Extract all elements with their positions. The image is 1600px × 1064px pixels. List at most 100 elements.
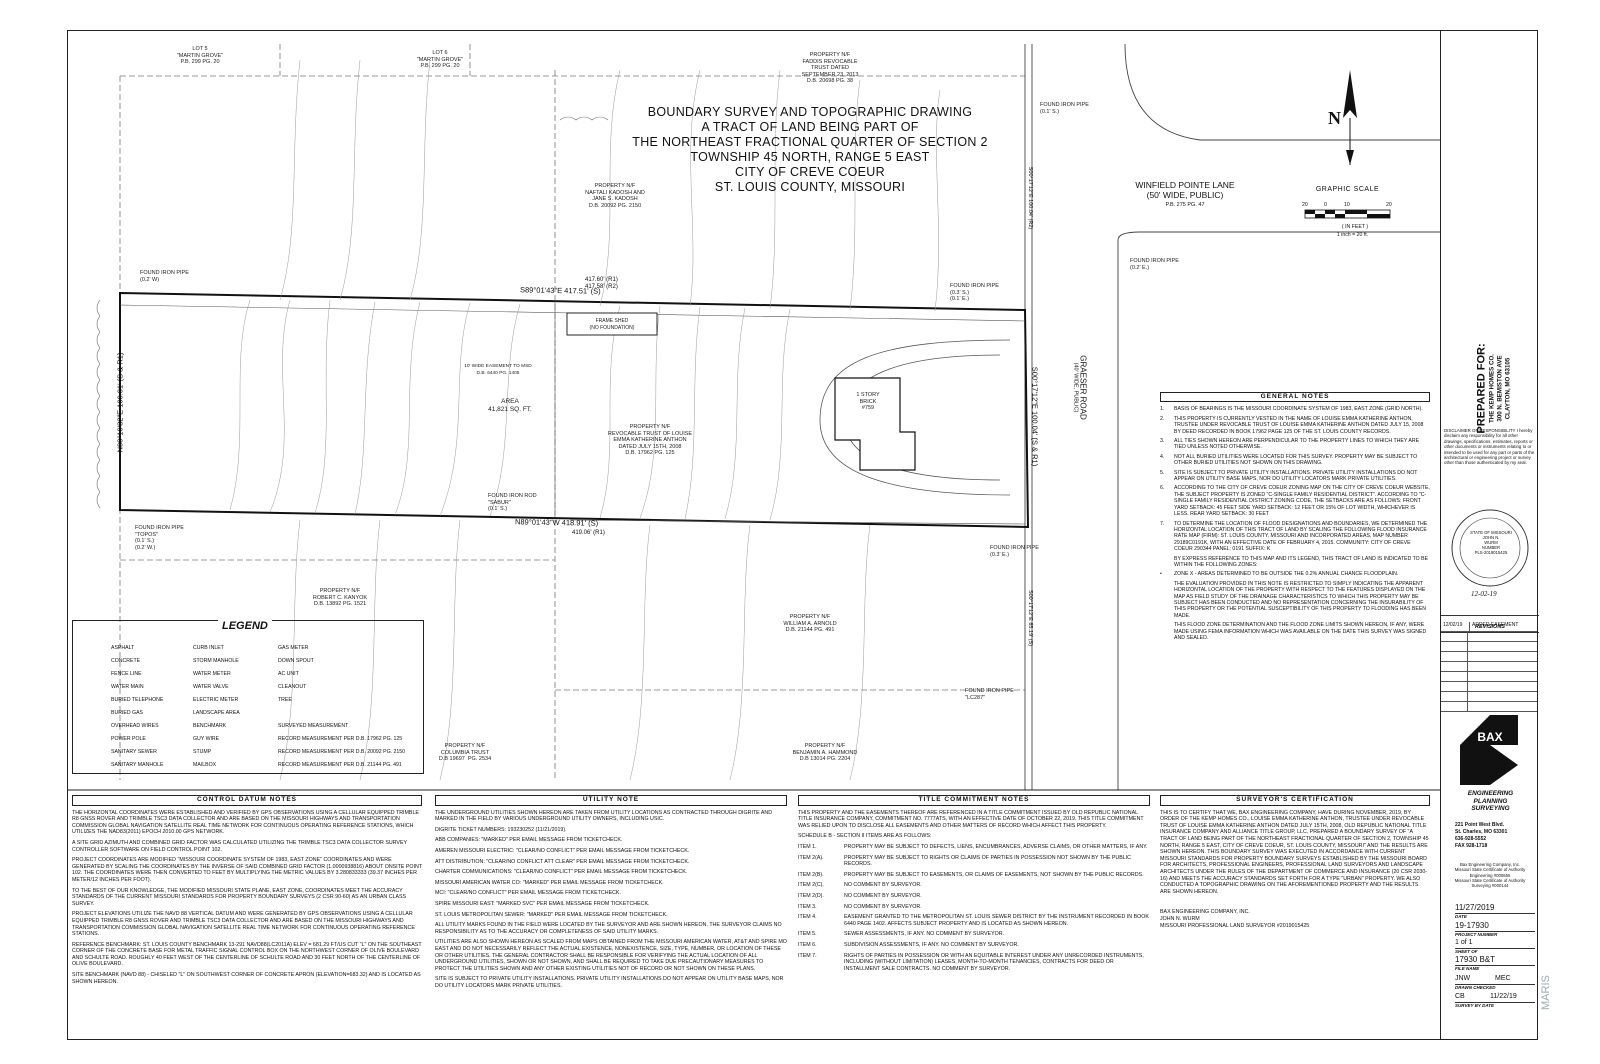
firm-line: PLANNING — [1473, 797, 1508, 805]
general-note: 1. BASIS OF BEARINGS IS THE MISSOURI COOR… — [1160, 406, 1430, 412]
item-value: RIGHTS OF PARTIES IN POSSESSION OR WITH … — [844, 952, 1144, 972]
surveyor-certification: SURVEYOR'S CERTIFICATION THIS IS TO CERT… — [1160, 795, 1430, 1030]
item-key: ITEM 3. — [798, 903, 817, 910]
north-line-record: 417.60' (R1) 417.58' (R2) — [585, 277, 618, 290]
legend-item: TREE — [278, 697, 292, 703]
note-text: THIS FLOOD ZONE DETERMINATION AND THE FL… — [1174, 622, 1427, 641]
street-width: (50' WIDE, PUBLIC) — [1146, 190, 1224, 200]
title-commitment-item: ITEM 2(D).NO COMMENT BY SURVEYOR. — [798, 893, 1150, 900]
title-commitment-item: ITEM 1.PROPERTY MAY BE SUBJECT TO DEFECT… — [798, 844, 1150, 851]
east-north-bearing: S00°17'12"E 100.04' (R2) — [1027, 166, 1033, 230]
title-commitment-item: ITEM 7.RIGHTS OF PARTIES IN POSSESSION O… — [798, 953, 1150, 973]
general-note-extra: THIS FLOOD ZONE DETERMINATION AND THE FL… — [1160, 622, 1430, 641]
general-note-extra: THE EVALUATION PROVIDED IN THIS NOTE IS … — [1160, 581, 1430, 619]
general-note: 6.ACCORDING TO THE CITY OF CREVE COEUR Z… — [1160, 485, 1430, 517]
legend-item: LANDSCAPE AREA — [193, 710, 240, 716]
scale-unit: ( IN FEET ) — [1341, 224, 1369, 230]
checked-by: MEC — [1495, 975, 1511, 982]
utility-para: CHARTER COMMUNICATIONS: "CLEAR/NO CONFLI… — [435, 869, 688, 876]
firm-tagline: ENGINEERING PLANNING SURVEYING — [1448, 790, 1533, 813]
date-label: DATE — [1455, 913, 1535, 919]
firm-certificates: Bax Engineering Company, Inc. Missouri S… — [1454, 862, 1526, 889]
seal-signature-date: 12-02-19 — [1471, 590, 1497, 598]
scale-tick: 10 — [1344, 202, 1350, 208]
iron-pipe-nw: FOUND IRON PIPE (0.2' W) — [140, 270, 189, 283]
iron-pipe-right: FOUND IRON PIPE (0.2' E.) — [1130, 258, 1179, 271]
frame-shed — [566, 312, 658, 336]
iron-rod-sabur: FOUND IRON ROD "SABUR" (0.1' S.) — [488, 493, 537, 512]
road-name: GRAESER ROAD — [1078, 355, 1088, 420]
owner-label-columbia: PROPERTY N/F COLUMBIA TRUST D.B 19697 PG… — [438, 743, 492, 762]
note-text: ZONE X - AREAS DETERMINED TO BE OUTSIDE … — [1174, 571, 1399, 578]
south-line-record: 419.06' (R1) — [572, 530, 605, 536]
legend-box: LEGEND ASPHALT CONCRETE FENCE LINE WATER… — [72, 620, 424, 774]
owner-label-faddis: PROPERTY N/F FADDIS REVOCABLE TRUST DATE… — [801, 52, 859, 84]
msd-easement-label: 10' WIDE EASEMENT TO MSD D.B. 6440 PG. 1… — [464, 364, 532, 376]
survey-sheet-border — [67, 30, 1538, 1040]
control-datum-para: TO THE BEST OF OUR KNOWLEDGE, THE MODIFI… — [72, 887, 407, 907]
title-commitment-item: ITEM 2(C).NO COMMENT BY SURVEYOR. — [798, 882, 1150, 889]
revisions-table: 12/02/19 ADDED EASEMENT — [1441, 622, 1537, 782]
legend-item: CURB INLET — [193, 645, 224, 651]
graphic-scale-bar — [1304, 209, 1391, 219]
note-text: BASIS OF BEARINGS IS THE MISSOURI COORDI… — [1174, 406, 1423, 413]
item-key: ITEM 2(A). — [798, 854, 824, 861]
utility-para: UTILITIES ARE ALSO SHOWN HEREON AS SCALE… — [435, 939, 787, 972]
owner-label-kadosh: PROPERTY N/F NAFTALI KADOSH AND JANE S. … — [585, 183, 645, 209]
note-text: THE EVALUATION PROVIDED IN THIS NOTE IS … — [1174, 580, 1427, 619]
utility-para: SPIRE MISSOURI EAST: "MARKED SVC" PER EM… — [435, 900, 650, 907]
control-datum-para: REFERENCE BENCHMARK: ST. LOUIS COUNTY BE… — [72, 941, 422, 968]
surveyor-name: JOHN N. WURM — [1160, 915, 1200, 922]
firm-address: 221 Point West Blvd. St. Charles, MO 633… — [1455, 822, 1508, 849]
note-number: 6. — [1160, 485, 1165, 492]
general-note: 7.TO DETERMINE THE LOCATION OF FLOOD DES… — [1160, 521, 1430, 553]
iron-pipe-se: FOUND IRON PIPE (0.3' E.) — [990, 545, 1039, 558]
note-number: 3. — [1160, 438, 1165, 445]
drawing-title: BOUNDARY SURVEY AND TOPOGRAPHIC DRAWING … — [560, 105, 1060, 195]
general-note: 3.ALL TIES SHOWN HEREON ARE PERPENDICULA… — [1160, 438, 1430, 451]
watermark: MARIS — [1540, 975, 1552, 1010]
tb-divider — [1441, 632, 1539, 633]
survey-label: SURVEY BY DATE — [1455, 1002, 1535, 1008]
tb-divider — [1441, 615, 1539, 616]
utility-note-title: UTILITY NOTE — [435, 795, 787, 806]
item-value: PROPERTY MAY BE SUBJECT TO RIGHTS OR CLA… — [844, 854, 1131, 868]
control-datum-para: SITE BENCHMARK (NAVD 88) - CHISELED "L" … — [72, 972, 421, 985]
note-number: 4. — [1160, 453, 1165, 460]
legend-item: SURVEYED MEASUREMENT — [278, 723, 349, 729]
title-commitment-title: TITLE COMMITMENT NOTES — [798, 795, 1150, 806]
house-footprint — [834, 377, 916, 471]
item-value: NO COMMENT BY SURVEYOR. — [844, 903, 922, 910]
general-note-extra: •ZONE X - AREAS DETERMINED TO BE OUTSIDE… — [1160, 571, 1399, 578]
survey-by: CB — [1455, 993, 1465, 1000]
iron-pipe-top: FOUND IRON PIPE (0.1' S.) — [1040, 102, 1089, 115]
utility-para: ATT DISTRIBUTION: "CLEAR/NO CONFLICT ATT… — [435, 858, 690, 865]
lot6-label: LOT 6 "MARTIN GROVE" P.B. 299 PG. 20 — [416, 50, 464, 69]
utility-para: ST. LOUIS METROPOLITAN SEWER: "MARKED" P… — [435, 911, 668, 918]
legend-item: WATER VALVE — [193, 684, 229, 690]
title-line: TOWNSHIP 45 NORTH, RANGE 5 EAST — [690, 150, 930, 164]
firm-logo-text: BAX — [1477, 730, 1503, 744]
control-datum-title: CONTROL DATUM NOTES — [72, 795, 422, 806]
note-text: BY EXPRESS REFERENCE TO THIS MAP AND ITS… — [1174, 555, 1429, 568]
item-value: PROPERTY MAY BE SUBJECT TO EASEMENTS, OR… — [844, 871, 1144, 878]
gravel-drive — [819, 339, 1011, 496]
utility-para: SITE IS SUBJECT TO PRIVATE UTILITY INSTA… — [435, 976, 784, 989]
note-number: 1. — [1160, 406, 1165, 413]
east-south-bearing: S00°17'12"E 85.19' (S) — [1027, 589, 1033, 647]
legend-item: WATER MAIN — [111, 684, 144, 690]
utility-para: ABB COMPANIES: "MARKED" PER EMAIL MESSAG… — [435, 837, 623, 844]
title-line: BOUNDARY SURVEY AND TOPOGRAPHIC DRAWING — [647, 105, 973, 119]
title-commitment-item: ITEM 5.SEWER ASSESSMENTS, IF ANY. NO COM… — [798, 931, 1150, 938]
street-ref: P.B. 275 PG. 47 — [1165, 202, 1205, 208]
road-label: GRAESER ROAD (40' WIDE, PUBLIC) — [1073, 348, 1088, 428]
title-line: A TRACT OF LAND BEING PART OF — [701, 120, 919, 134]
item-key: ITEM 2(D). — [798, 892, 824, 899]
sheet-label: SHEET OF — [1455, 948, 1535, 954]
legend-item: MAILBOX — [193, 762, 217, 768]
title-commitment-item: ITEM 6.SUBDIVISION ASSESSMENTS, IF ANY. … — [798, 942, 1150, 949]
road-edges — [1024, 43, 1440, 790]
revision-desc: ADDED EASEMENT — [1472, 622, 1519, 628]
revision-row: 12/02/19 ADDED EASEMENT — [1441, 622, 1537, 632]
